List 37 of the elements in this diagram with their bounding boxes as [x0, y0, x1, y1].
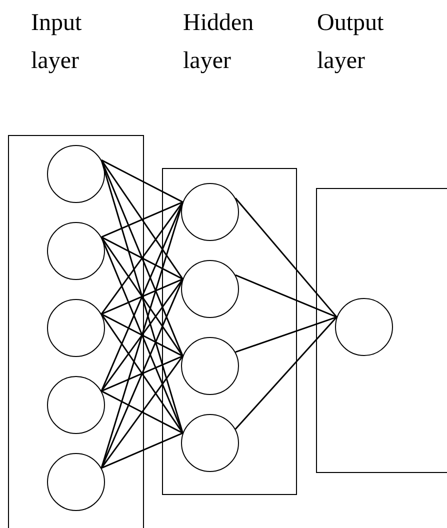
layer-heading: Hidden layer — [183, 9, 255, 76]
connection-line — [101, 313, 184, 357]
neuron-circle — [180, 414, 238, 472]
connection-line — [234, 316, 338, 430]
connection-line — [100, 160, 184, 434]
connection-line — [101, 432, 184, 469]
connection-line — [100, 356, 184, 469]
connection-line — [100, 278, 184, 392]
neuron-circle — [180, 260, 238, 318]
connection-line — [100, 160, 184, 280]
neuron-circle — [46, 298, 104, 356]
connection-line — [100, 202, 184, 468]
neuron-circle — [46, 452, 104, 510]
connection-line — [235, 274, 338, 318]
connection-line — [234, 198, 338, 318]
neuron-circle — [180, 182, 238, 240]
neuron-circle — [46, 376, 104, 434]
layer-heading: Output layer — [317, 9, 385, 76]
connection-line — [101, 236, 184, 280]
connection-line — [101, 355, 184, 392]
connection-line — [100, 278, 184, 468]
connection-line — [100, 314, 184, 434]
connection-line — [101, 278, 184, 315]
connection-line — [100, 236, 184, 434]
neuron-circle — [334, 298, 392, 356]
connection-line — [100, 160, 184, 356]
connection-line — [100, 202, 184, 392]
connection-line — [235, 316, 337, 353]
connection-line — [101, 159, 184, 203]
connection-line — [101, 390, 184, 434]
connection-line — [100, 202, 184, 315]
neuron-circle — [46, 222, 104, 280]
neuron-circle — [180, 336, 238, 394]
layer-heading: Input layer — [31, 9, 83, 76]
connection-line — [101, 201, 184, 238]
neuron-circle — [46, 144, 104, 202]
connection-line — [100, 236, 184, 356]
